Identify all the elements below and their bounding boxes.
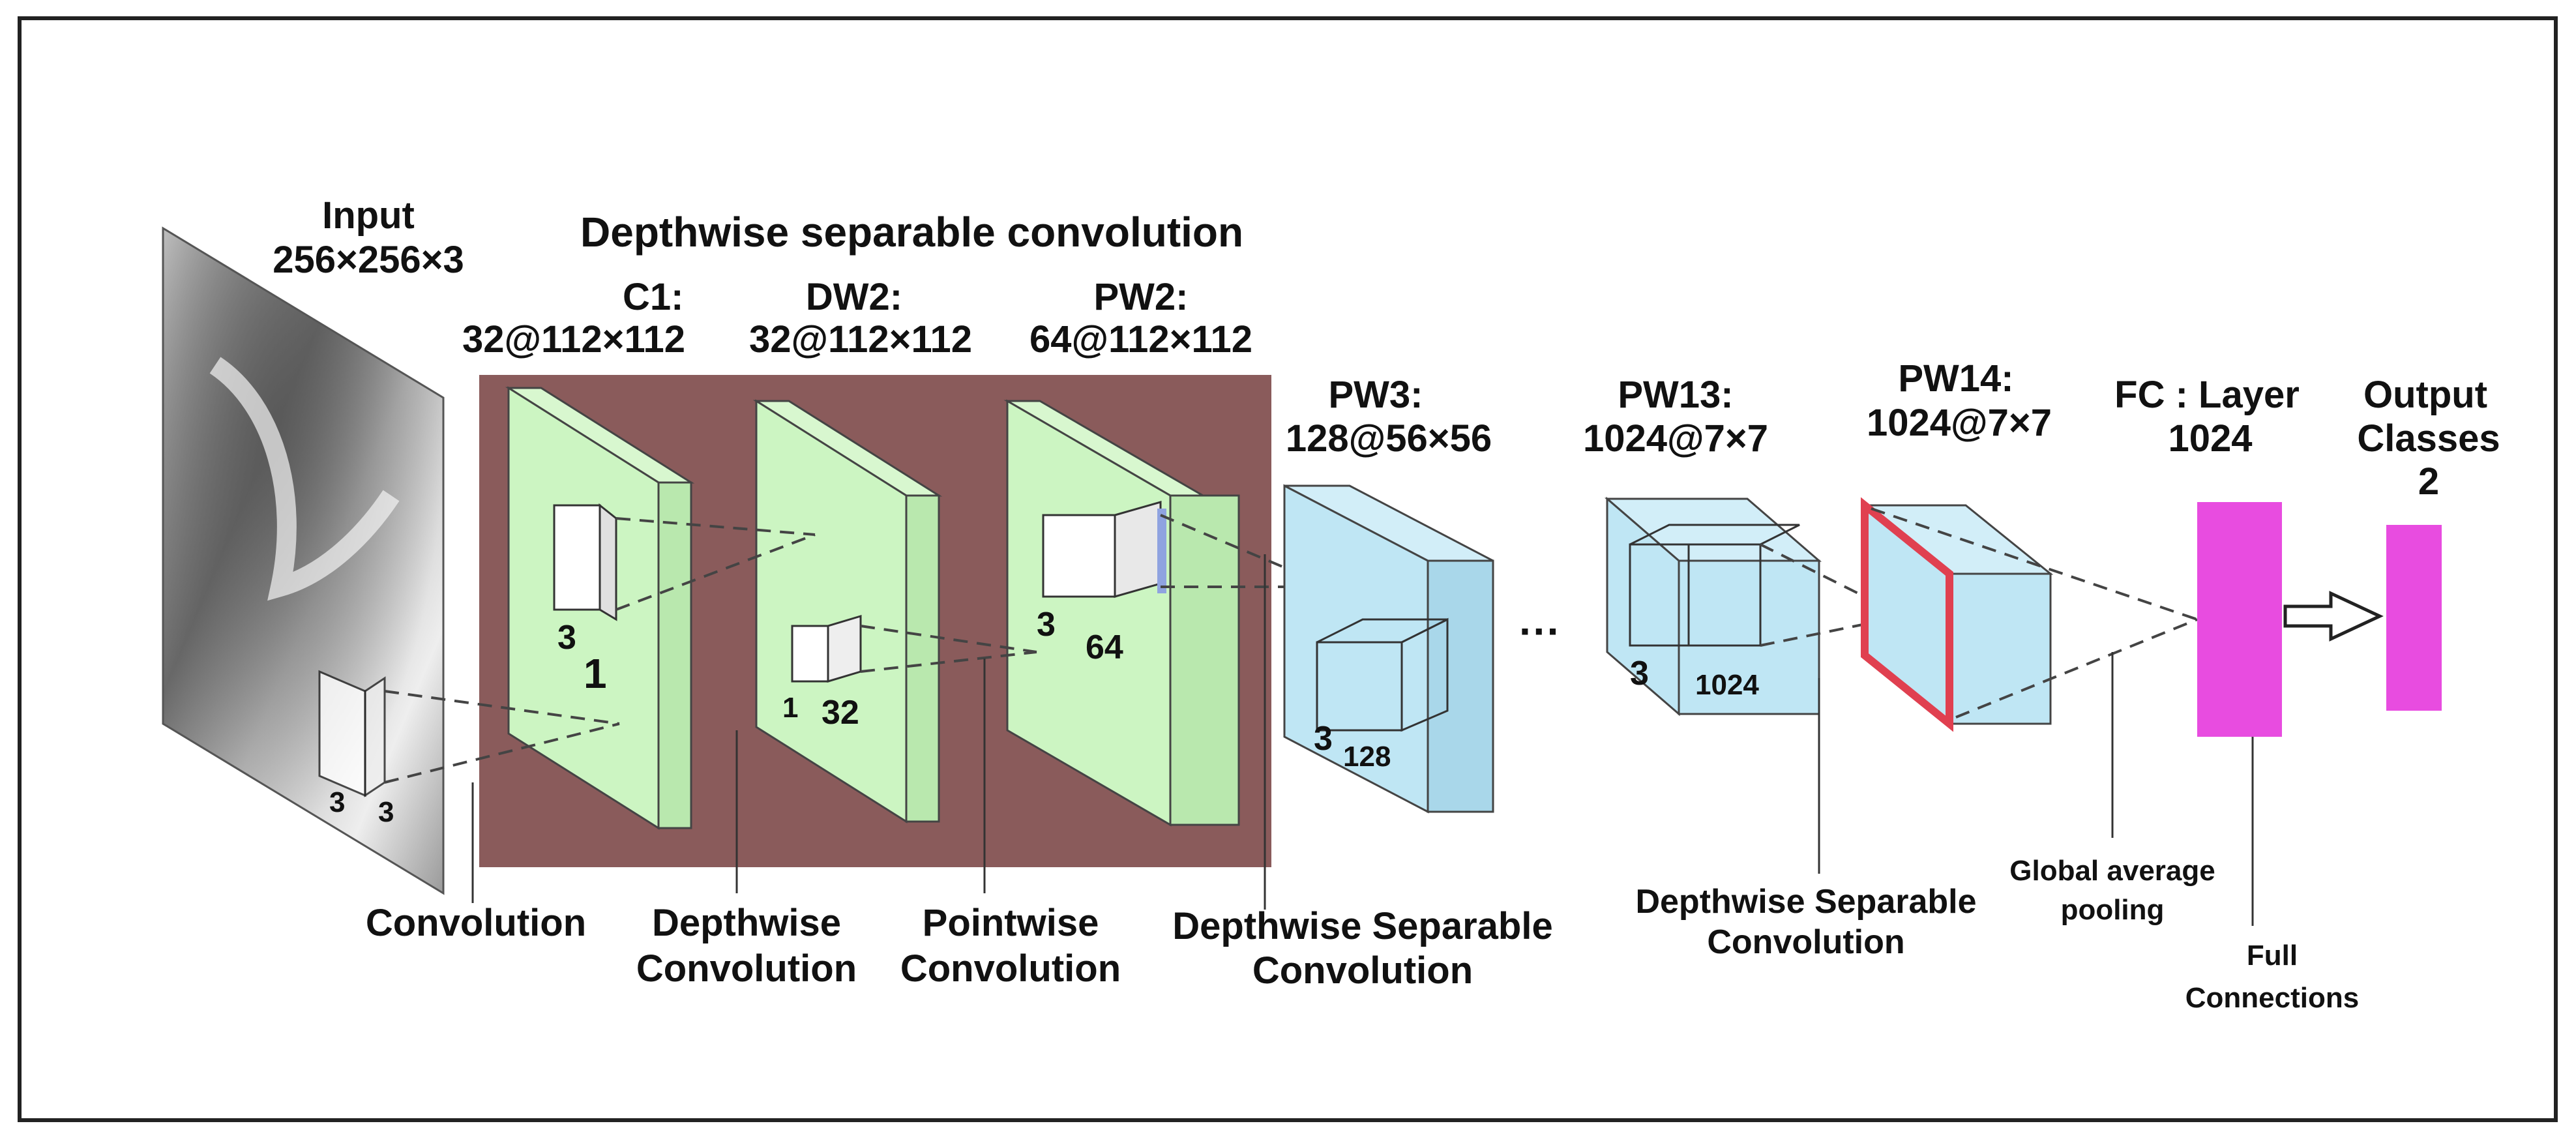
label-dsc1-1: Depthwise Separable xyxy=(1172,905,1552,947)
c1-kernel: 3 xyxy=(557,619,576,657)
label-convolution: Convolution xyxy=(366,902,586,944)
conn-input-c1-a xyxy=(384,690,620,725)
input-dims: 256×256×3 xyxy=(273,239,464,281)
label-dsc2-1: Depthwise Separable xyxy=(1635,883,1976,921)
conn-dw2-pw2-a xyxy=(860,625,1037,653)
pw3-feature-map xyxy=(1283,484,1494,814)
pw2-kernel: 3 xyxy=(1037,606,1056,644)
fc-name: FC : Layer xyxy=(2114,374,2300,416)
pw13-kernel: 3 xyxy=(1630,655,1649,692)
dw2-depth: 32 xyxy=(822,694,859,732)
fc-to-output-arrow xyxy=(2283,591,2384,642)
pw3-dims: 128@56×56 xyxy=(1286,417,1492,460)
label-full-2: Connections xyxy=(2185,982,2359,1014)
input-kernel-label-a: 3 xyxy=(329,786,345,818)
pw13-dims: 1024@7×7 xyxy=(1583,417,1768,460)
pw2-dims: 64@112×112 xyxy=(1029,318,1252,361)
pw3-depth: 128 xyxy=(1343,741,1391,773)
pw14-name: PW14: xyxy=(1898,357,2013,400)
fc-layer-bar xyxy=(2197,502,2282,737)
output-dims: 2 xyxy=(2418,460,2439,503)
conn-pw14-fc-b xyxy=(1955,618,2198,719)
pw2-name: PW2: xyxy=(1094,276,1189,318)
figure-frame xyxy=(18,16,2558,1122)
input-xray-image xyxy=(162,226,445,895)
conn-c1-dw2-b xyxy=(615,533,816,611)
conn-dw2-pw2-b xyxy=(860,651,1037,673)
layer-ellipsis: ··· xyxy=(1519,608,1561,655)
conn-pw13-pw14-a xyxy=(1760,543,1904,617)
conn-pw14-fc-a xyxy=(1871,507,2198,621)
c1-feature-map xyxy=(505,386,695,830)
fc-dims: 1024 xyxy=(2168,417,2252,460)
pw3-name: PW3: xyxy=(1329,374,1423,416)
output-name-2: Classes xyxy=(2357,417,2500,460)
label-pointwise-1: Pointwise xyxy=(923,902,1099,944)
dw2-kernel: 1 xyxy=(782,692,798,724)
output-name-1: Output xyxy=(2363,374,2487,416)
dw2-name: DW2: xyxy=(806,276,902,318)
label-depthwise-2: Convolution xyxy=(636,947,857,990)
output-layer-bar xyxy=(2386,525,2442,711)
input-kernel-label-b: 3 xyxy=(378,796,394,828)
label-dsc2-2: Convolution xyxy=(1707,923,1904,961)
pw14-feature-map xyxy=(1861,497,2054,732)
pw13-feature-map xyxy=(1604,496,1822,717)
header-depthwise-separable: Depthwise separable convolution xyxy=(580,209,1243,256)
pw13-depth: 1024 xyxy=(1695,669,1759,701)
pw2-depth: 64 xyxy=(1086,629,1123,666)
label-depthwise-1: Depthwise xyxy=(652,902,841,944)
label-gap-1: Global average xyxy=(2009,855,2215,887)
dw2-feature-map xyxy=(752,399,943,824)
pw3-kernel: 3 xyxy=(1314,720,1333,758)
conn-input-c1-b xyxy=(384,722,620,784)
label-pointwise-2: Convolution xyxy=(900,947,1121,990)
dw2-dims: 32@112×112 xyxy=(749,318,972,361)
c1-depth: 1 xyxy=(584,650,607,697)
label-gap-2: pooling xyxy=(2061,894,2165,926)
pw13-name: PW13: xyxy=(1618,374,1733,416)
conn-c1-dw2-a xyxy=(615,517,816,536)
label-full-1: Full xyxy=(2247,940,2298,972)
input-kernel-box xyxy=(318,670,366,797)
input-title: Input xyxy=(322,194,415,237)
c1-dims: 32@112×112 xyxy=(462,318,685,361)
c1-name: C1: xyxy=(623,276,683,318)
pw14-dims: 1024@7×7 xyxy=(1867,402,2052,444)
pw2-feature-map xyxy=(1003,399,1240,827)
label-dsc1-2: Convolution xyxy=(1252,949,1473,992)
